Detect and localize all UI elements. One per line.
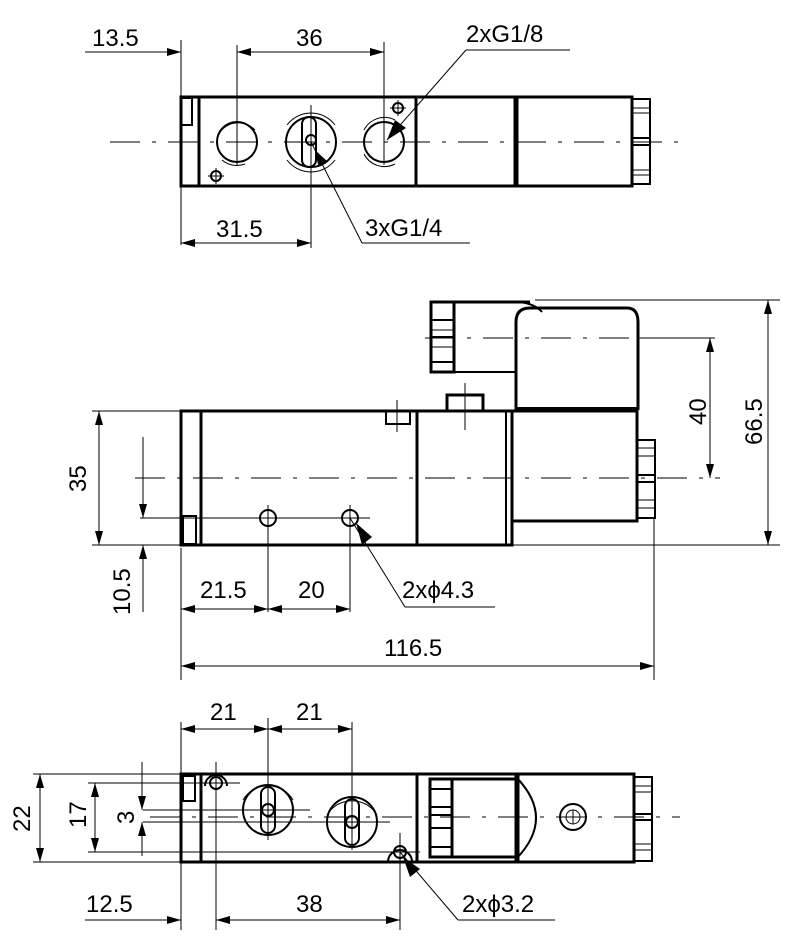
dim-hole-offset: 21.5 (200, 577, 247, 604)
port-g14-center (285, 105, 337, 180)
connector-housing (514, 306, 640, 411)
side-view: 35 10.5 21.5 20 2xϕ4.3 116.5 40 66.5 (65, 299, 780, 680)
solenoid-bottom (415, 772, 519, 864)
dim-port-spacing-2: 21 (296, 699, 323, 726)
end-cap-tab-bottom (182, 775, 196, 802)
callout-mounting-holes-side: 2xϕ4.3 (402, 577, 474, 604)
dim-top-port-spacing: 36 (296, 25, 323, 52)
top-view: 13.5 36 31.5 2xG1/8 3xG1/4 (85, 21, 680, 248)
knurled-cap-bottom (633, 776, 653, 862)
end-cap-tab-side (182, 515, 197, 545)
dim-body-height: 35 (65, 465, 92, 492)
end-cap-tab (180, 97, 193, 126)
dim-coil-center-height: 40 (685, 398, 712, 425)
screw-mark (208, 100, 406, 184)
dim-overall-length: 116.5 (384, 635, 442, 662)
dim-overall-height: 66.5 (741, 398, 768, 445)
dim-port-spacing-1: 21 (210, 699, 237, 726)
dim-hole-spacing-bottom: 38 (296, 891, 323, 918)
bottom-view: 21 21 22 17 3 12.5 38 2xϕ3.2 (9, 699, 680, 930)
dim-top-port-offset: 31.5 (216, 216, 263, 243)
connector-bottom (428, 777, 519, 859)
dim-hole-height: 10.5 (109, 568, 136, 615)
dim-hole-spacing: 20 (298, 577, 325, 604)
coil-body-side (510, 409, 639, 523)
callout-small-ports: 2xG1/8 (466, 21, 543, 48)
coil-bottom (515, 772, 636, 864)
top-notch (385, 410, 411, 425)
knurled-cap-side (636, 439, 656, 519)
dim-width: 22 (9, 805, 36, 832)
dim-top-offset: 13.5 (92, 25, 139, 52)
dim-slot-width: 17 (65, 801, 92, 828)
dim-hole-offset-bottom: 12.5 (86, 891, 133, 918)
callout-mounting-holes-bottom: 2xϕ3.2 (462, 891, 534, 918)
dim-center-offset: 3 (113, 811, 140, 824)
callout-main-ports: 3xG1/4 (365, 215, 442, 242)
